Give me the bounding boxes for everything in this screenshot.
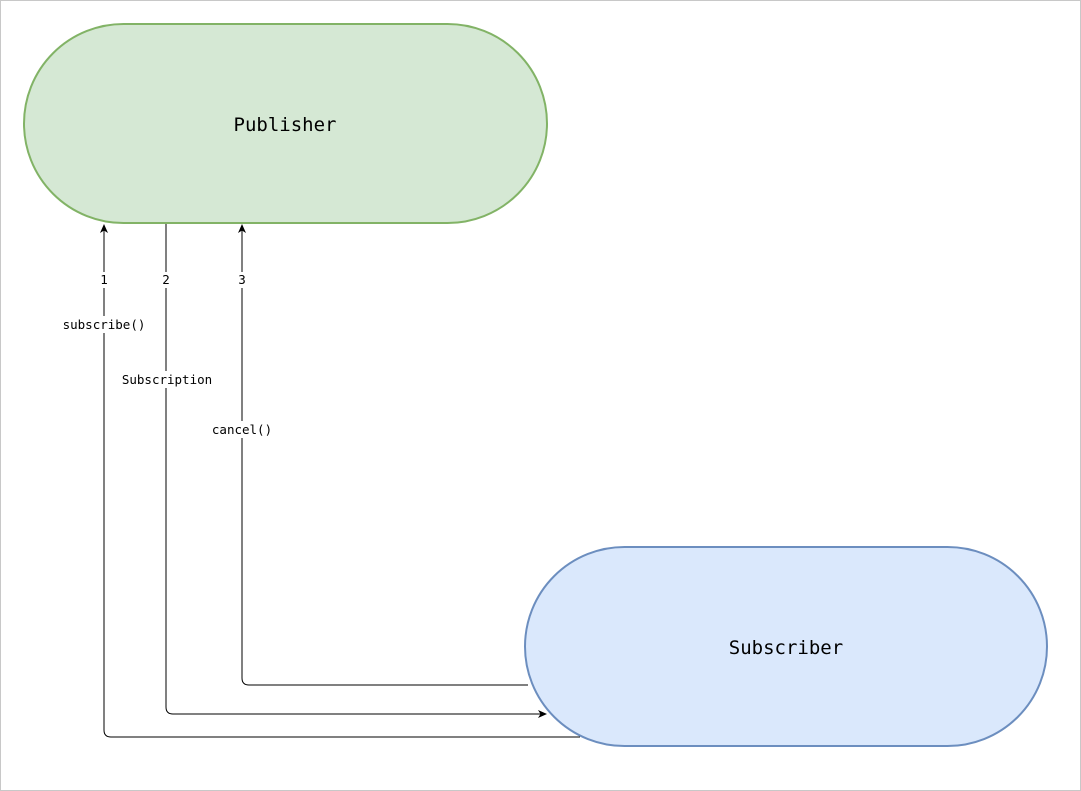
subscriber-shape (524, 546, 1048, 747)
subscriber-label: Subscriber (729, 637, 843, 659)
edge-cancel-line (238, 224, 528, 686)
edge-subscribe-line (100, 224, 580, 738)
edge-subscribe[interactable] (100, 224, 580, 738)
edge-cancel-label: cancel() (212, 422, 272, 437)
edge-subscription-line (165, 224, 547, 718)
publisher-node[interactable]: Publisher (23, 23, 548, 224)
edge-cancel-step: 3 (238, 272, 246, 287)
subscriber-node[interactable]: Subscriber (524, 546, 1048, 747)
edge-subscription-label: Subscription (122, 372, 212, 387)
edge-subscribe-label: subscribe() (63, 317, 146, 332)
publisher-shape (23, 23, 548, 224)
edge-subscription-step: 2 (162, 272, 170, 287)
edge-subscribe-step: 1 (100, 272, 108, 287)
edge-subscription[interactable] (165, 224, 547, 718)
publisher-label: Publisher (234, 114, 337, 136)
edge-cancel[interactable] (238, 224, 528, 686)
